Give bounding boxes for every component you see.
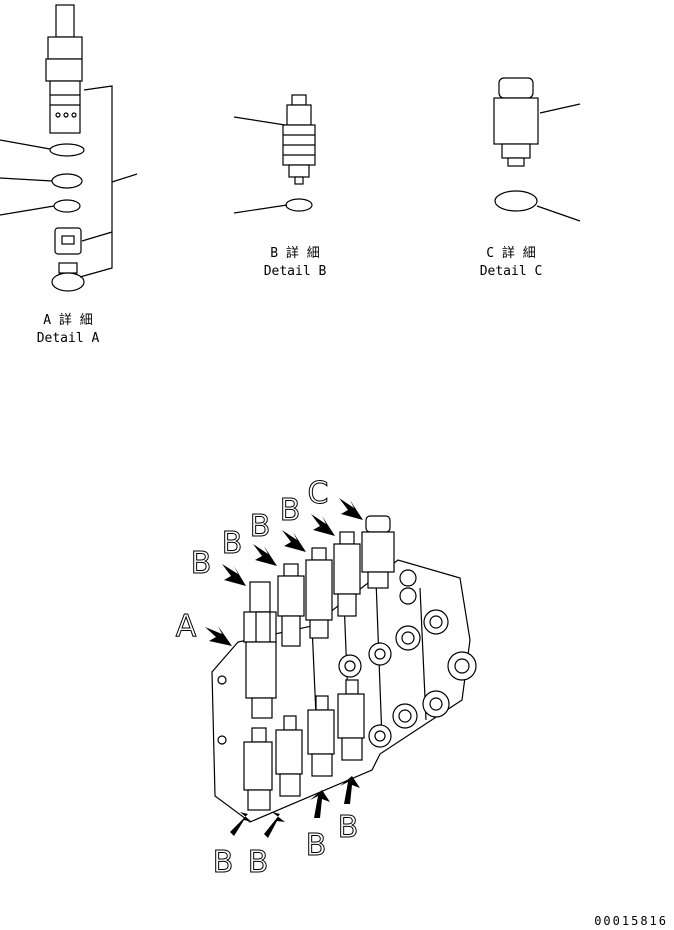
sleeve-a-slot [61,235,75,245]
arrow-c [339,498,363,520]
valve-b-tip [294,176,304,185]
callout-b2: B [222,526,243,561]
valve-a-port [55,112,61,118]
arrow-b6 [264,812,285,838]
arrow-b4 [311,514,335,536]
valve-a-stem [49,80,81,134]
valve-upper-b2 [305,547,333,639]
control-valve-assembly [211,515,477,823]
arrow-b3 [282,530,306,552]
o-ring-b [285,198,313,212]
o-ring-c [494,190,538,212]
valve-b-nut [286,104,312,126]
callout-c: C [308,476,329,511]
plug-a-top [58,262,78,274]
callout-b5: B [213,845,234,880]
valve-lower-b4 [337,679,365,761]
callout-b8: B [338,810,359,845]
o-ring-a1 [49,143,85,157]
callout-b4: B [280,493,301,528]
pointer-arrows [205,498,363,838]
valve-c-body [493,97,539,145]
callout-a: A [176,609,197,644]
arrow-b1 [222,564,246,586]
detail-c-title-jp: C 詳 細 [486,245,535,261]
valve-upper-a [243,581,277,719]
arrow-b2 [253,544,277,566]
detail-b-title-en: Detail B [264,264,327,279]
arrow-b5 [230,812,252,836]
detail-b-title-jp: B 詳 細 [270,245,319,261]
port-top-2 [399,587,417,605]
valve-lower-b2 [275,715,303,797]
valve-a-cap [55,4,75,38]
callout-b7: B [306,828,327,863]
detail-c-title-en: Detail C [480,264,543,279]
callout-b1: B [191,546,212,581]
valve-c-tip [507,157,525,167]
arrow-a [205,626,232,646]
callout-b6: B [248,845,269,880]
o-ring-a2 [53,199,81,213]
valve-a-body [45,58,83,82]
mount-hole [217,675,227,685]
detail-b-group [233,94,316,214]
valve-c-cap [498,77,534,99]
detail-c-group [493,77,581,222]
valve-upper-b1 [277,563,305,647]
valve-upper-b3 [333,531,361,617]
arrow-b8 [340,776,360,804]
arrow-b7 [310,790,330,818]
valve-b-cap [291,94,307,106]
callout-b3: B [250,509,271,544]
valve-c-neck [501,143,531,159]
valve-upper-c [361,515,395,589]
valve-lower-b3 [307,695,335,777]
detail-a-title-jp: A 詳 細 [43,312,92,328]
leader-bracket-a [79,85,113,278]
valve-lower-b1 [243,727,273,811]
valve-a-nut [47,36,83,60]
drawing-number: 00015816 [594,914,668,928]
valve-b-stem [288,164,310,178]
port-top-1 [399,569,417,587]
backup-ring-a [51,173,83,189]
detail-a-group [0,4,138,292]
plug-a-base [51,272,85,292]
detail-a-title-en: Detail A [37,331,100,346]
